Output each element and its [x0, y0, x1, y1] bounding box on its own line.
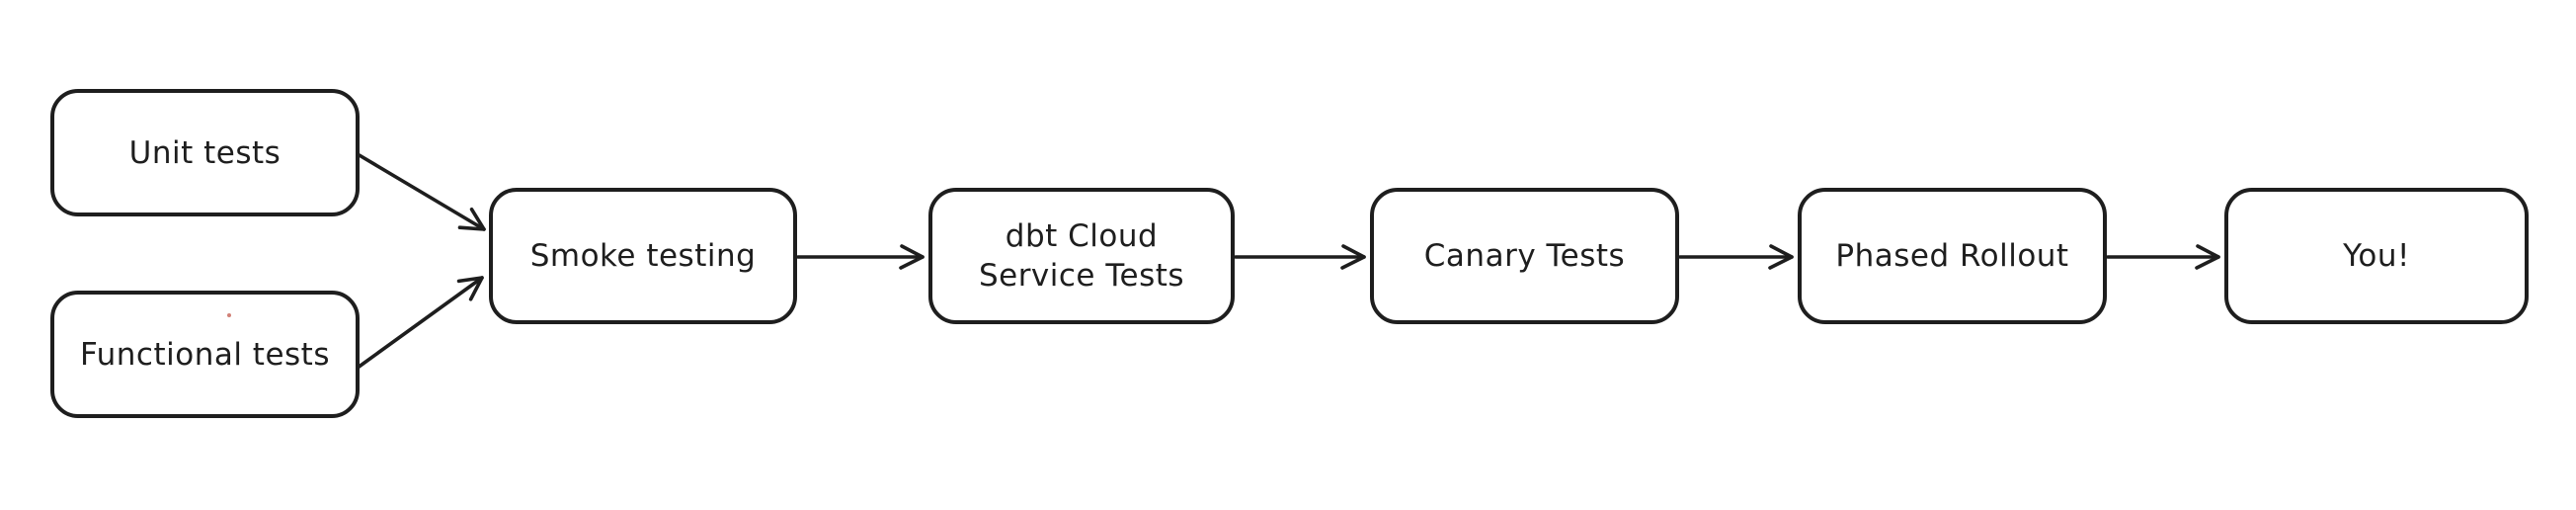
node-smoke-testing: Smoke testing [489, 188, 797, 324]
node-dbt-label-line-1: dbt Cloud [1005, 218, 1159, 254]
node-you: You! [2224, 188, 2529, 324]
stray-red-dot [227, 313, 231, 317]
node-phased-rollout-label: Phased Rollout [1835, 238, 2069, 274]
node-unit-tests-label: Unit tests [128, 134, 282, 171]
node-unit-tests: Unit tests [50, 89, 360, 216]
node-canary-tests-label: Canary Tests [1423, 238, 1626, 274]
arrow-unit-tests-to-smoke-testing [356, 152, 486, 231]
node-dbt-cloud-service-tests: dbt Cloud Service Tests [928, 188, 1235, 324]
node-canary-tests: Canary Tests [1370, 188, 1679, 324]
node-functional-tests: Functional tests [50, 291, 360, 418]
node-you-label: You! [2343, 238, 2410, 274]
arrow-functional-tests-to-smoke-testing [356, 276, 484, 370]
node-smoke-testing-label: Smoke testing [529, 238, 757, 274]
node-dbt-cloud-service-tests-label: dbt Cloud Service Tests [979, 216, 1184, 296]
node-phased-rollout: Phased Rollout [1798, 188, 2107, 324]
node-dbt-label-line-2: Service Tests [978, 258, 1185, 294]
node-functional-tests-label: Functional tests [79, 336, 330, 373]
